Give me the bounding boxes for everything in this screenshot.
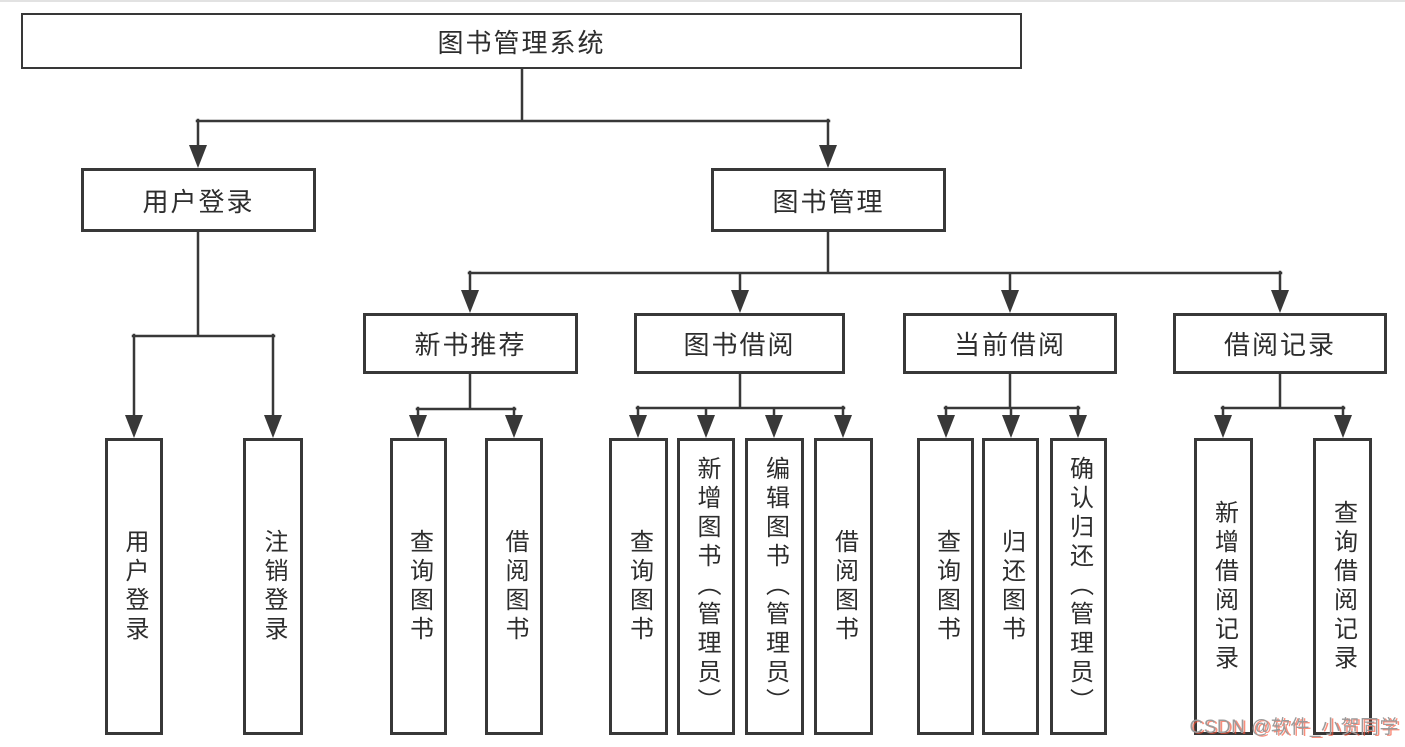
csdn-watermark: CSDN @软件_小贺同学	[1189, 717, 1399, 738]
leaf-return-book: 归还图书	[982, 438, 1039, 735]
leaf-confirm-return-admin: 确认归还（管理员）	[1050, 438, 1107, 735]
leaf-edit-book-admin: 编辑图书（管理员）	[745, 438, 804, 735]
node-current-borrow: 当前借阅	[903, 313, 1117, 374]
leaf-query-borrow-record: 查询借阅记录	[1313, 438, 1372, 735]
node-borrow-records: 借阅记录	[1173, 313, 1387, 374]
leaf-query-books-borrow: 查询图书	[609, 438, 668, 735]
leaf-add-book-admin: 新增图书（管理员）	[677, 438, 735, 735]
connector-user-login-children	[125, 230, 282, 438]
connector-book-borrow-children	[629, 372, 852, 438]
connector-borrow-records-children	[1214, 373, 1352, 438]
leaf-query-books-current: 查询图书	[917, 438, 974, 735]
leaf-add-borrow-record: 新增借阅记录	[1194, 438, 1253, 735]
leaf-logout: 注销登录	[243, 438, 303, 735]
leaf-query-books-recommend: 查询图书	[390, 438, 447, 735]
node-book-management: 图书管理	[711, 168, 946, 232]
page-top-divider	[0, 0, 1405, 2]
node-book-borrow: 图书借阅	[634, 313, 845, 374]
leaf-user-login: 用户登录	[105, 438, 163, 735]
node-user-login: 用户登录	[81, 168, 316, 232]
connector-root-to-level2	[189, 67, 837, 168]
node-new-book-recommend: 新书推荐	[363, 313, 578, 374]
leaf-borrow-books-recommend: 借阅图书	[485, 438, 543, 735]
leaf-borrow-books: 借阅图书	[814, 438, 873, 735]
node-root: 图书管理系统	[21, 13, 1022, 69]
connector-book-management-children	[461, 229, 1289, 313]
connector-new-book-recommend-children	[409, 372, 523, 438]
connector-current-borrow-children	[937, 372, 1087, 438]
